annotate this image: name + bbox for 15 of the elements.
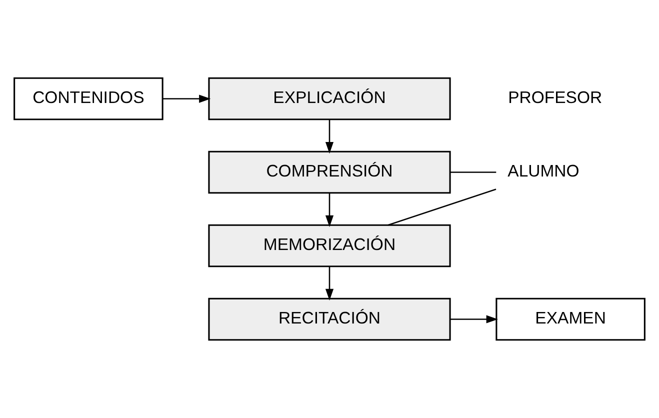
node-box: EXPLICACIÓN: [208, 77, 451, 120]
node-box: COMPRENSIÓN: [208, 150, 451, 194]
node-box: RECITACIÓN: [208, 298, 451, 341]
arrow: [450, 315, 498, 324]
node-box: EXAMEN: [496, 298, 646, 341]
arrow: [325, 192, 334, 228]
arrow: [325, 266, 334, 301]
node-text: ALUMNO: [508, 162, 580, 181]
label: PROFESOR: [508, 88, 602, 108]
arrow: [325, 119, 334, 154]
node-box: CONTENIDOS: [14, 77, 164, 120]
connector: [450, 172, 496, 173]
arrow: [162, 94, 211, 103]
connector: [388, 188, 496, 226]
node-box: MEMORIZACIÓN: [208, 224, 451, 268]
